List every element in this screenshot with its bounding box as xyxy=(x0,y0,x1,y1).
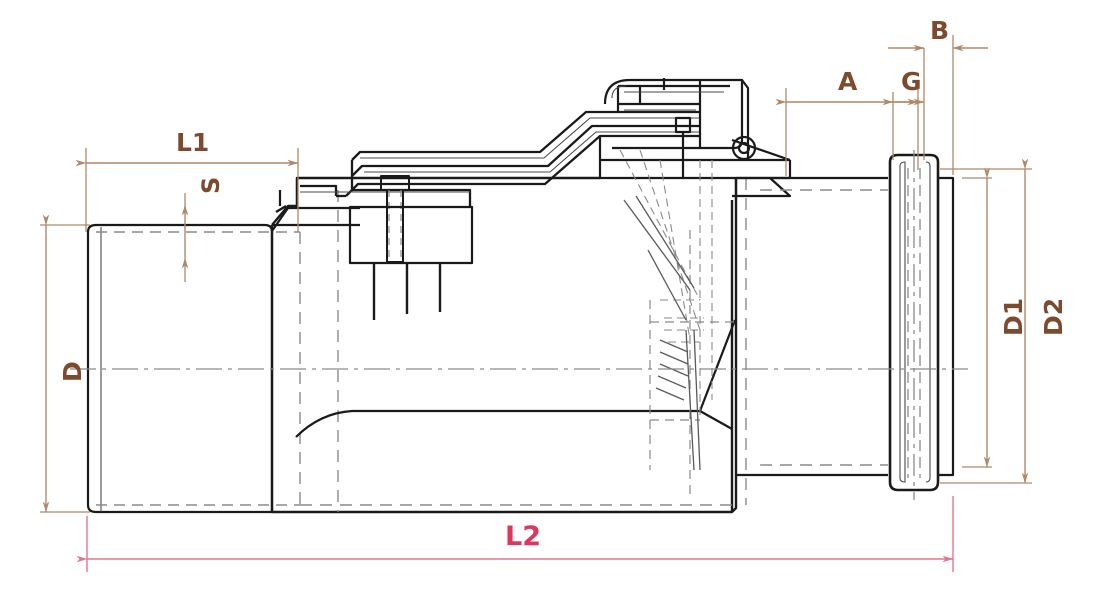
dimension-A xyxy=(775,88,919,176)
flange-hidden-bore xyxy=(907,168,921,478)
lever-bolt-hidden xyxy=(388,190,402,262)
dimension-D xyxy=(40,214,90,513)
valve-head-thin-lines xyxy=(611,85,724,111)
flap-hidden-detail xyxy=(649,230,740,500)
dimension-L2 xyxy=(76,496,954,572)
internal-spring-detail xyxy=(623,195,701,471)
inlet-pipe-hidden-bore xyxy=(96,231,300,506)
dimension-D1 xyxy=(962,167,992,468)
part-outlet-flange-collar xyxy=(888,153,940,492)
dimension-D2 xyxy=(940,158,1032,484)
switch-terminal-pins xyxy=(372,263,442,320)
flange-end-face xyxy=(938,176,955,477)
lever-mount-plate xyxy=(278,178,299,206)
dimension-G xyxy=(882,48,925,160)
lever-arm-thin-lines xyxy=(300,117,700,193)
part-outlet-pipe xyxy=(736,176,888,477)
part-valve-head-cap xyxy=(603,78,750,160)
head-hidden-linkage xyxy=(619,149,713,420)
part-actuator-lever-arm xyxy=(300,110,700,208)
dimension-B xyxy=(888,35,988,175)
body-step-rib xyxy=(271,206,360,232)
flange-inner-detail xyxy=(899,161,931,483)
dimension-L1 xyxy=(75,148,299,232)
body-hidden-edges xyxy=(299,178,747,512)
part-internal-flap-valve xyxy=(295,319,737,438)
part-limit-switch-block xyxy=(348,205,474,265)
head-bracket xyxy=(598,116,792,200)
outlet-hidden-bore xyxy=(760,189,888,466)
